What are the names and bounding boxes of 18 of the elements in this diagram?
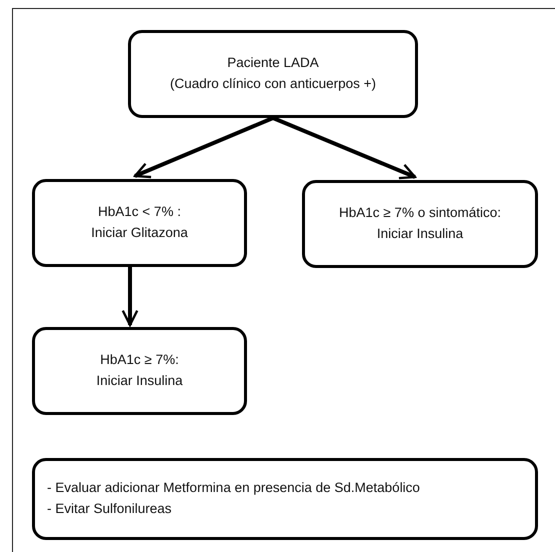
note-text: - Evitar Sulfonilureas <box>47 500 172 518</box>
condition-text: HbA1c ≥ 7%: <box>100 351 179 370</box>
note-box <box>32 458 538 540</box>
process-box <box>32 327 247 415</box>
action-text: Iniciar Insulina <box>96 372 183 390</box>
condition-text: HbA1c ≥ 7% o sintomático: <box>339 204 501 222</box>
condition-text: HbA1c < 7% : <box>98 203 181 222</box>
process-box <box>128 30 418 118</box>
action-text: (Cuadro clínico con anticuerpos +) <box>170 75 376 93</box>
process-box <box>32 179 247 267</box>
arrow <box>122 267 138 326</box>
process-box <box>302 180 538 268</box>
arrow <box>272 116 416 180</box>
arrow <box>134 116 274 178</box>
action-text: Iniciar Glitazona <box>91 224 188 242</box>
note-text: - Evaluar adicionar Metformina en presencia de Sd.Metabólico <box>47 479 420 498</box>
action-text: Iniciar Insulina <box>376 225 464 243</box>
condition-text: Paciente LADA <box>227 54 319 72</box>
